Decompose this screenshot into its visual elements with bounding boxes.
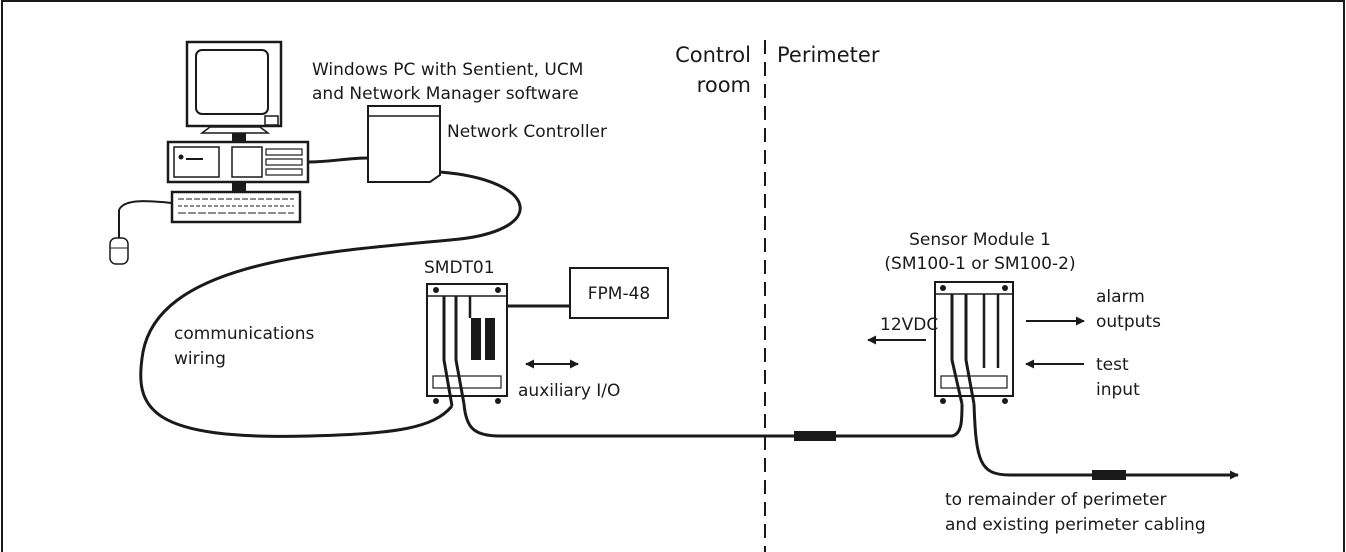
- communications-wiring-label-line2: wiring: [174, 349, 226, 369]
- smdt01-label: SMDT01: [424, 258, 495, 278]
- pc-label-line1: Windows PC with Sentient, UCM: [312, 60, 583, 80]
- perimeter-cable: [462, 403, 964, 438]
- remainder-label-line2: and existing perimeter cabling: [945, 515, 1206, 535]
- remainder-label-line1: to remainder of perimeter: [945, 490, 1167, 510]
- pc-controller-cable: [307, 156, 369, 164]
- alarm-outputs-label-line2: outputs: [1096, 312, 1161, 332]
- sensor-module-1: [934, 281, 1014, 405]
- test-input-label-line1: test: [1096, 355, 1129, 375]
- network-controller-box: [367, 105, 441, 183]
- pc-label-line2: and Network Manager software: [312, 84, 579, 104]
- smdt01-module: [426, 283, 508, 407]
- cable-splice-1: [794, 431, 836, 441]
- communications-wiring-cable: [139, 170, 522, 438]
- windows-pc-icon: [109, 40, 310, 265]
- cable-splice-2: [1092, 470, 1126, 480]
- network-controller-label: Network Controller: [447, 122, 607, 142]
- alarm-outputs-label-line1: alarm: [1096, 287, 1145, 307]
- sensor-module-label-line1: Sensor Module 1: [909, 230, 1051, 250]
- sensor-module-label-line2: (SM100-1 or SM100-2): [884, 254, 1075, 274]
- remainder-cable: [972, 403, 1239, 480]
- fpm48-box: [569, 267, 669, 319]
- 12vdc-label: 12VDC: [880, 315, 938, 335]
- fpm48-label: FPM-48: [588, 284, 650, 304]
- communications-wiring-label-line1: communications: [174, 324, 314, 344]
- zone-control-room-label-line2: room: [697, 73, 751, 97]
- zone-control-room-label-line1: Control: [675, 43, 751, 67]
- test-input-label-line2: input: [1096, 380, 1140, 400]
- auxiliary-io-label: auxiliary I/O: [518, 381, 620, 401]
- zone-perimeter-label: Perimeter: [777, 43, 880, 67]
